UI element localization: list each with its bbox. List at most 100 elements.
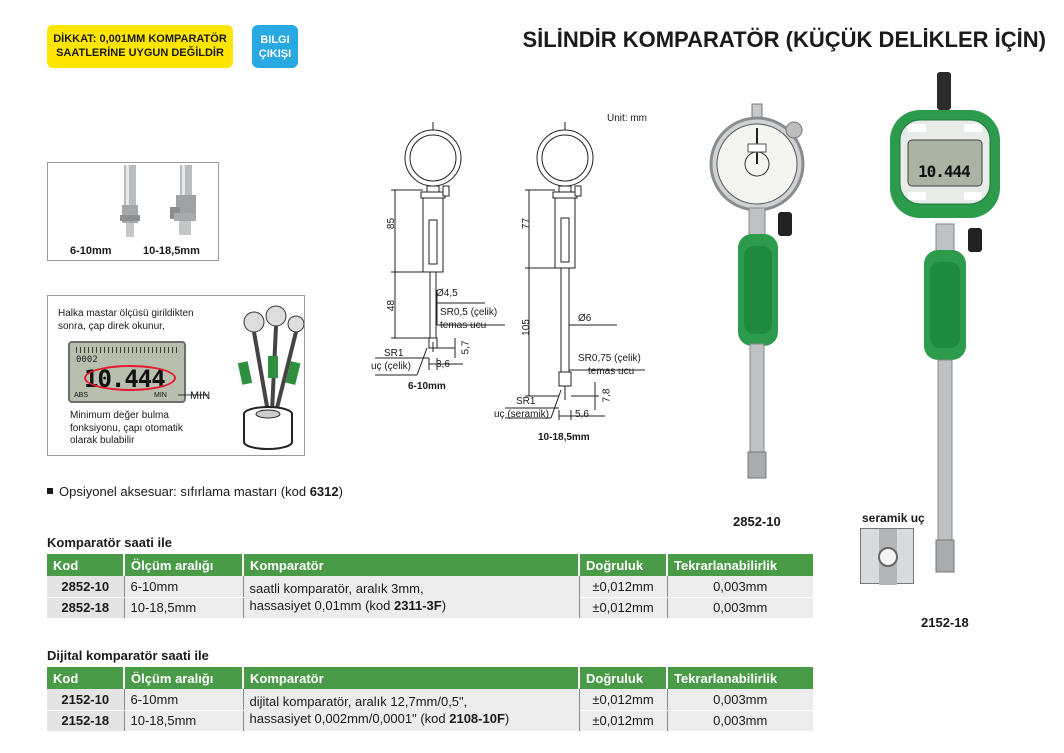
left-dim-side: 5,7 [460,340,472,355]
row-code: 2152-10 [47,689,125,711]
col-code: Kod [47,667,125,689]
warning-line-1: DİKKAT: 0,001MM KOMPARATÖR [53,33,227,45]
table-row: 2852-18 10-18,5mm ±0,012mm 0,003mm [47,597,813,619]
left-tip-2: uç (çelik) [371,361,412,372]
min-function-box: Halka mastar ölçüsü girildikten sonra, ç… [47,295,305,456]
tip-small-label: 6-10mm [70,245,112,257]
left-contact-1: SR0,5 (çelik) [440,307,498,318]
right-caption: 10-18,5mm [538,432,590,443]
row-accuracy: ±0,012mm [579,710,668,732]
row-code: 2852-18 [47,597,125,619]
unit-label: Unit: mm [607,113,647,124]
col-accuracy: Doğruluk [579,667,668,689]
row-accuracy: ±0,012mm [579,597,668,619]
col-indicator: Komparatör [243,554,580,576]
min-callout-label: MIN [190,390,211,402]
min-callout-line [178,394,208,396]
ring-gauge-illustration [237,305,304,450]
lcd-min-label: MIN [154,392,167,399]
table2-title: Dijital komparatör saati ile [47,648,209,663]
left-dim-top: 85 [386,217,398,230]
row-accuracy: ±0,012mm [579,689,668,711]
table2: Kod Ölçüm aralığı Komparatör Doğruluk Te… [47,667,813,732]
row-repeatability: 0,003mm [667,597,813,619]
bottom-text-line-1: Minimum değer bulma [70,410,169,421]
row-repeatability: 0,003mm [667,689,813,711]
warning-badge: DİKKAT: 0,001MM KOMPARATÖR SAATLERİNE UY… [47,25,233,68]
right-dim-mid: 105 [520,319,532,336]
right-dia: Ø6 [578,313,592,324]
desc-line-1: dijital komparatör, aralık 12,7mm/0,5", [249,693,468,709]
table1-title: Komparatör saati ile [47,535,172,550]
col-indicator: Komparatör [243,667,580,689]
desc-line-1: saatli komparatör, aralık 3mm, [249,580,424,596]
row-code: 2852-10 [47,576,125,598]
table1-header: Kod Ölçüm aralığı Komparatör Doğruluk Te… [47,554,813,576]
min-box-top-text: Halka mastar ölçüsü girildikten sonra, ç… [58,308,194,333]
right-dim-top: 77 [521,217,533,230]
tips-image-box: 6-10mm 10-18,5mm [47,162,219,261]
table1: Kod Ölçüm aralığı Komparatör Doğruluk Te… [47,554,813,619]
optional-accessory: Opsiyonel aksesuar: sıfırlama mastarı (k… [47,484,343,499]
info-badge-line-2: ÇIKIŞI [258,48,292,60]
left-caption: 6-10mm [408,381,446,392]
col-accuracy: Doğruluk [579,554,668,576]
ceramic-tip-image [860,528,914,585]
right-contact-2: temas ucu [588,366,635,377]
row-code: 2152-18 [47,710,125,732]
right-tip-1: SR1 [516,396,536,407]
table2-header: Kod Ölçüm aralığı Komparatör Doğruluk Te… [47,667,813,689]
bottom-text-line-3: olarak bulabilir [70,435,135,446]
row-range: 6-10mm [124,689,244,711]
table-row: 2152-10 6-10mm dijital komparatör, aralı… [47,689,813,732]
analog-gauge-photo [709,103,805,479]
left-contact-2: temas ucu [440,320,487,331]
optional-code: 6312 [309,484,339,499]
bullet-icon [47,488,53,494]
optional-suffix: ) [338,484,343,499]
min-box-bottom-text: Minimum değer bulma fonksiyonu, çapı oto… [70,410,183,448]
row-range: 10-18,5mm [124,710,244,732]
bottom-text-line-2: fonksiyonu, çapı otomatik [70,422,183,434]
digital-model-label: 2152-18 [921,615,969,630]
left-width: 3,6 [436,359,450,370]
col-repeatability: Tekrarlanabilirlik [667,667,813,689]
row-range: 10-18,5mm [124,597,244,619]
col-code: Kod [47,554,125,576]
tip-large-label: 10-18,5mm [143,245,200,257]
lcd-display: 0002 10.444 ABS MIN [68,341,186,403]
technical-drawing [375,122,645,420]
col-repeatability: Tekrarlanabilirlik [667,554,813,576]
right-dim-side: 7,8 [601,388,613,403]
right-tip-2: uç (seramik) [494,409,550,420]
digital-gauge-photo [890,72,1000,573]
right-contact-1: SR0,75 (çelik) [578,353,641,364]
lcd-highlight-ellipse [84,365,176,391]
top-text-line-1: Halka mastar ölçüsü girildikten [58,308,194,319]
data-output-badge: BILGI ÇIKIŞI [252,25,298,68]
desc-line-2: hassasiyet 0,002mm/0,0001" (kod 2108-10F… [249,710,510,726]
table-row: 2152-18 10-18,5mm ±0,012mm 0,003mm [47,710,813,732]
right-width: 5,6 [575,409,589,420]
row-indicator: saatli komparatör, aralık 3mm, hassasiye… [243,576,580,619]
left-tip-1: SR1 [384,348,404,359]
lcd-scale [76,347,178,353]
col-range: Ölçüm aralığı [124,667,244,689]
row-repeatability: 0,003mm [667,576,813,598]
analog-model-label: 2852-10 [733,514,781,529]
left-dia: Ø4,5 [436,288,458,299]
row-range: 6-10mm [124,576,244,598]
info-badge-line-1: BILGI [260,34,290,46]
row-repeatability: 0,003mm [667,710,813,732]
digital-photo-display: 10.444 [918,162,971,181]
col-range: Ölçüm aralığı [124,554,244,576]
lcd-small-value: 0002 [76,355,98,365]
ceramic-tip-label: seramik uç [862,511,925,525]
row-indicator: dijital komparatör, aralık 12,7mm/0,5", … [243,689,580,732]
warning-line-2: SAATLERİNE UYGUN DEĞİLDİR [56,47,224,59]
probe-tips-image [120,165,196,237]
page-title: SİLİNDİR KOMPARATÖR (KÜÇÜK DELİKLER İÇİN… [522,27,1047,52]
desc-line-2: hassasiyet 0,01mm (kod 2311-3F) [249,597,447,613]
optional-text: Opsiyonel aksesuar: sıfırlama mastarı (k… [59,484,310,499]
lcd-abs-label: ABS [74,392,89,399]
